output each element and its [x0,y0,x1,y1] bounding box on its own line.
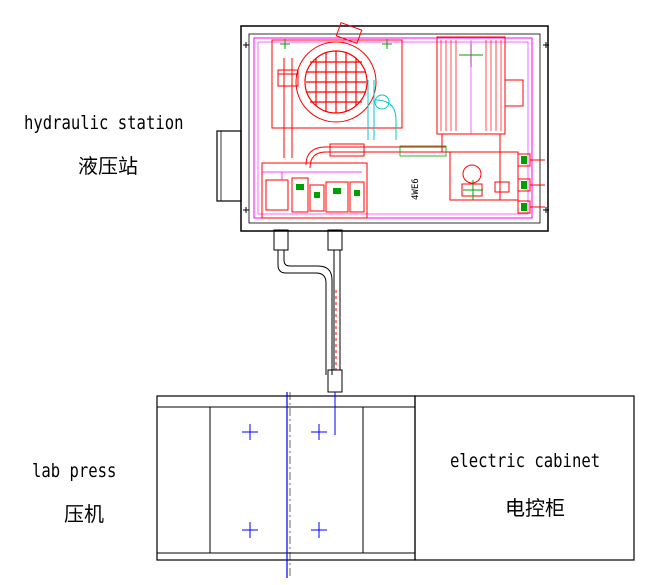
component-code-label: 4WE6 [411,178,421,200]
station-outer-frame [240,25,549,232]
station-inner-frame [248,33,541,224]
pump-block [449,151,545,214]
tank-outline [253,37,533,219]
valve-manifold [261,162,368,219]
electric-cabinet-label-cn: 电控柜 [505,496,565,520]
cyan-pipe [367,80,397,140]
lab-press-label: lab press [32,460,117,482]
return-pipe [305,146,446,169]
electric-motor [436,36,524,153]
hydraulic-station-unit [216,22,549,232]
station-side-box [216,130,242,202]
cooler-fan [271,22,403,129]
hydraulic-station-label-cn: 液压站 [78,154,138,178]
hydraulic-hoses [273,229,343,393]
lab-press-frame [156,392,416,578]
lab-press-label-cn: 压机 [64,502,104,526]
electric-cabinet-box [414,395,635,561]
electric-cabinet-label: electric cabinet [450,450,601,472]
hydraulic-station-label: hydraulic station [24,112,184,134]
